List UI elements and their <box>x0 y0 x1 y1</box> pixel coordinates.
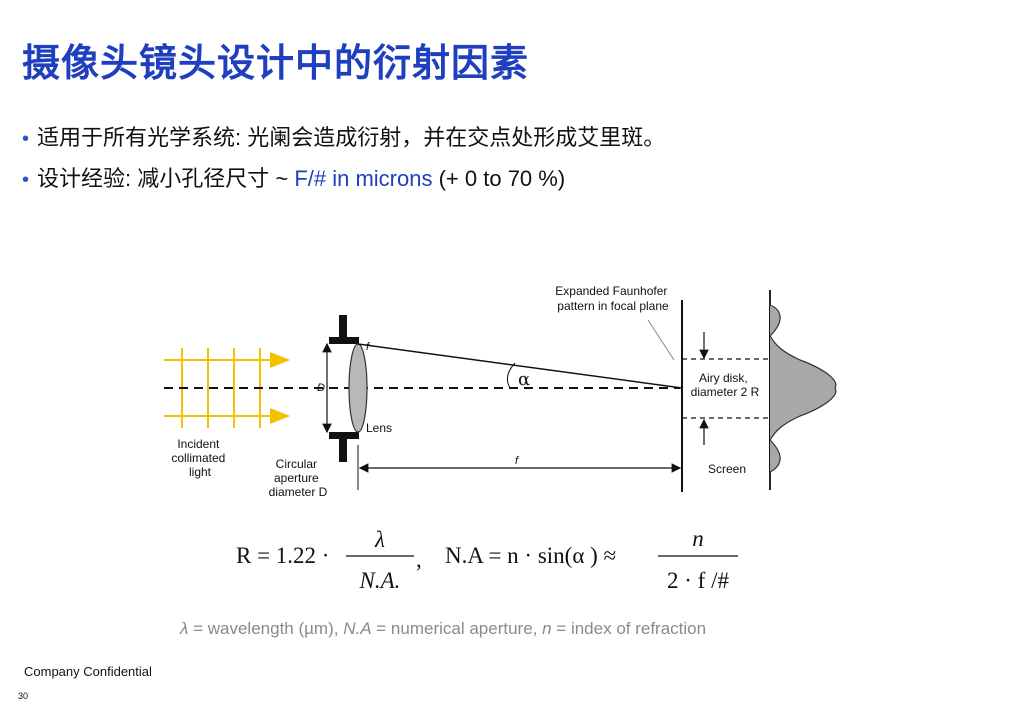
bullet-dot-icon: • <box>22 128 30 150</box>
circular-aperture <box>322 315 359 462</box>
equation-lambda: λ <box>374 527 385 552</box>
airy-intensity-profile <box>769 290 837 490</box>
aperture-d-label: D <box>317 382 325 394</box>
bullet-text: 适用于所有光学系统: 光阑会造成衍射，并在交点处形成艾里斑。 <box>37 125 666 150</box>
bullet-item: • 设计经验: 减小孔径尺寸 ~ F/# in microns (+ 0 to 7… <box>22 159 665 200</box>
caption-symbol: n <box>542 619 552 638</box>
lens-label: Lens <box>366 421 392 435</box>
slide-title: 摄像头镜头设计中的衍射因素 <box>22 43 530 85</box>
aperture-label: Circular aperture diameter D <box>269 457 328 499</box>
diffraction-diagram: D Lens f α f Incident collimated light C… <box>164 284 837 499</box>
focal-label-bottom: f <box>515 455 519 467</box>
caption-text: = index of refraction <box>551 619 707 638</box>
equation-block: R = 1.22 · λ N.A. , N.A = n · sin(α ) ≈ … <box>236 526 738 593</box>
airy-disk-label: Airy disk, diameter 2 R <box>691 371 760 399</box>
equation-na-lhs: N.A = n · sin(α ) ≈ <box>445 543 616 568</box>
page-number: 30 <box>18 691 29 701</box>
fraunhofer-label: Expanded Faunhofer pattern in focal plan… <box>555 284 670 313</box>
bullet-suffix: (+ 0 to 70 %) <box>432 166 566 191</box>
equation-comma: , <box>416 547 422 572</box>
footer-confidential: Company Confidential <box>24 664 152 679</box>
caption-text: = wavelength (µm), <box>188 619 344 638</box>
equation-den: 2 · f /# <box>667 568 729 593</box>
caption-symbol: N.A <box>343 619 372 638</box>
focal-label-top: f <box>366 341 370 353</box>
screen-label: Screen <box>708 462 746 476</box>
alpha-label: α <box>518 369 530 390</box>
converging-ray <box>357 343 683 389</box>
lens <box>348 343 368 433</box>
incident-light <box>164 348 290 428</box>
caption: λ = wavelength (µm), N.A = numerical ape… <box>180 619 706 639</box>
bullet-dot-icon: • <box>22 169 30 191</box>
incident-light-label: Incident collimated light <box>171 437 228 479</box>
equation-r-lhs: R = 1.22 · <box>236 543 329 568</box>
equation-na: N.A. <box>359 568 401 593</box>
bullet-prefix: 设计经验: 减小孔径尺寸 ~ <box>37 166 295 191</box>
equation-n: n <box>692 526 704 551</box>
bullet-item: • 适用于所有光学系统: 光阑会造成衍射，并在交点处形成艾里斑。 <box>22 118 665 159</box>
caption-text: = numerical aperture, <box>371 619 543 638</box>
caption-symbol: λ <box>180 619 189 638</box>
bullet-list: • 适用于所有光学系统: 光阑会造成衍射，并在交点处形成艾里斑。 • 设计经验: 减… <box>22 118 665 200</box>
bullet-highlight: F/# in microns <box>294 166 433 191</box>
angle-arc <box>506 362 516 389</box>
